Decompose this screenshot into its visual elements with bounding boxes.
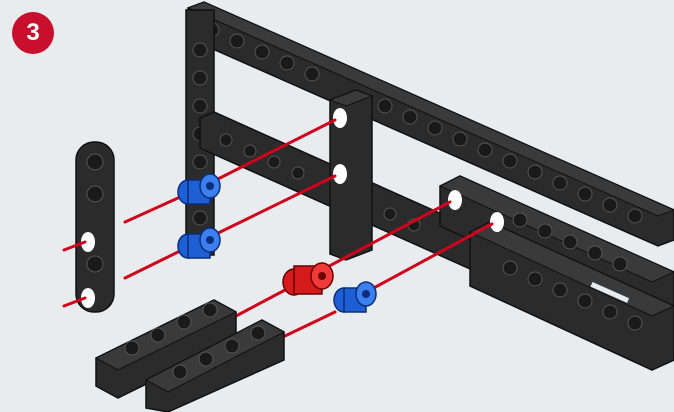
frame-center-vertical-beam [328, 89, 374, 261]
blue-bushing-upper [177, 173, 221, 205]
guide-lines [62, 118, 494, 338]
blue-bushing-lower [177, 227, 221, 259]
bottom-beam-back [94, 299, 238, 399]
step-number-badge: 3 [12, 12, 54, 54]
bottom-beam-front [144, 319, 286, 412]
step-number: 3 [26, 19, 40, 46]
target-holes [333, 108, 504, 232]
frame-top-beam [186, 1, 674, 247]
blue-bushing-right [333, 281, 377, 313]
left-small-beam [75, 141, 115, 313]
red-connector [282, 262, 334, 296]
